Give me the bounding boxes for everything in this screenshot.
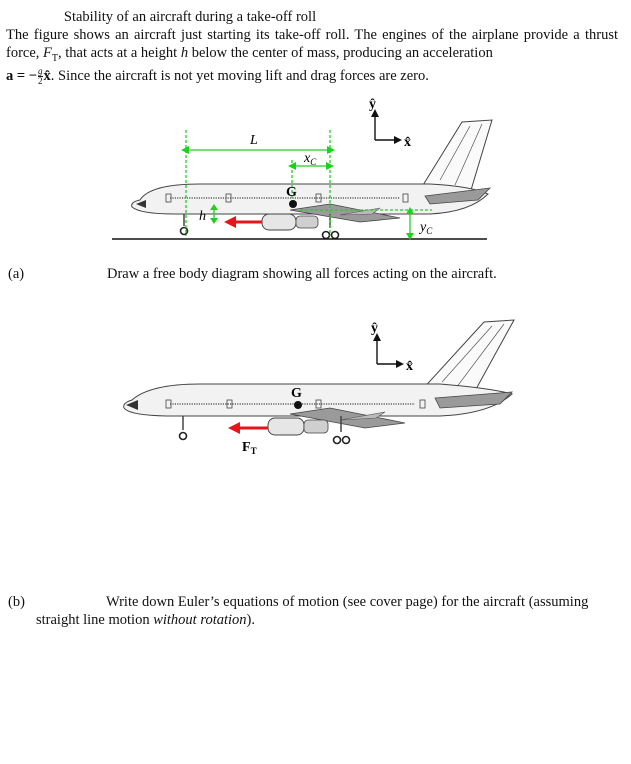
intro-text-1: The figure shows an aircraft just starti…: [6, 27, 618, 61]
aircraft-figure-fbd: ŷ x̂ G FT: [123, 319, 515, 456]
fuselage: [131, 183, 489, 215]
accel-vector: x̂: [43, 67, 51, 84]
part-b-text-2: ).: [246, 611, 255, 628]
axis-y-label: ŷ: [371, 321, 378, 336]
horizontal-stabilizer: [434, 391, 514, 409]
nose-gear: [179, 214, 189, 236]
door: [402, 193, 409, 203]
xc-label: xC: [303, 151, 317, 167]
accel-lhs: a = −: [6, 67, 38, 84]
center-of-mass-marker: [294, 401, 302, 409]
axis-x-label: x̂: [404, 135, 411, 150]
engine: [261, 213, 297, 231]
part-b-question: Write down Euler’s equations of motion (…: [36, 594, 616, 629]
wing: [289, 407, 406, 429]
axis-x-label: x̂: [406, 359, 413, 374]
nose-gear: [178, 416, 188, 441]
door: [165, 399, 172, 409]
thrust-arrowhead: [224, 216, 236, 228]
center-of-mass-marker: [289, 200, 297, 208]
dimension-arrowheads: [181, 146, 414, 240]
cockpit-window: [126, 400, 138, 410]
thrust-subscript: T: [51, 52, 58, 64]
part-a-question: Draw a free body diagram showing all for…: [107, 266, 497, 282]
intro-text-2: , that acts at a height: [58, 44, 181, 61]
FT-label: FT: [242, 440, 257, 456]
height-symbol: h: [180, 44, 189, 61]
engine-nozzle: [295, 215, 319, 229]
G-label: G: [286, 185, 297, 200]
axes-indicator: ŷ x̂: [371, 321, 413, 374]
intro-paragraph: The figure shows an aircraft just starti…: [6, 27, 618, 86]
part-b-text-1: Write down Euler’s equations of motion (…: [36, 594, 589, 628]
thrust-symbol: F: [43, 44, 52, 61]
cockpit-window: [136, 200, 146, 208]
door: [165, 193, 172, 203]
axes-indicator: ŷ x̂: [369, 97, 411, 150]
intro-text-4: . Since the aircraft is not yet moving l…: [50, 67, 429, 84]
wing: [289, 203, 401, 223]
horizontal-stabilizer: [424, 187, 492, 205]
door: [315, 193, 322, 203]
h-label: h: [199, 209, 206, 224]
axis-y-label: ŷ: [369, 97, 376, 112]
aircraft-figure-dimensions: ŷ x̂: [112, 97, 493, 240]
engine: [267, 417, 305, 436]
part-a-label: (a): [8, 266, 25, 282]
door: [315, 399, 322, 409]
door: [225, 193, 232, 203]
problem-title: Stability of an aircraft during a take-o…: [63, 9, 317, 25]
L-label: L: [249, 133, 258, 148]
door: [226, 399, 233, 409]
fraction-numerator: g: [38, 65, 43, 77]
engine-nozzle: [303, 419, 329, 434]
part-b-label: (b): [8, 594, 25, 610]
door: [419, 399, 426, 409]
part-b-italic: without rotation: [153, 611, 247, 628]
fraction-denominator: 2: [38, 75, 43, 86]
G-label: G: [291, 386, 302, 401]
yc-label: yC: [418, 220, 433, 236]
intro-text-3: below the center of mass, producing an a…: [188, 44, 493, 61]
thrust-arrowhead: [228, 422, 240, 434]
main-gear: [332, 416, 351, 445]
